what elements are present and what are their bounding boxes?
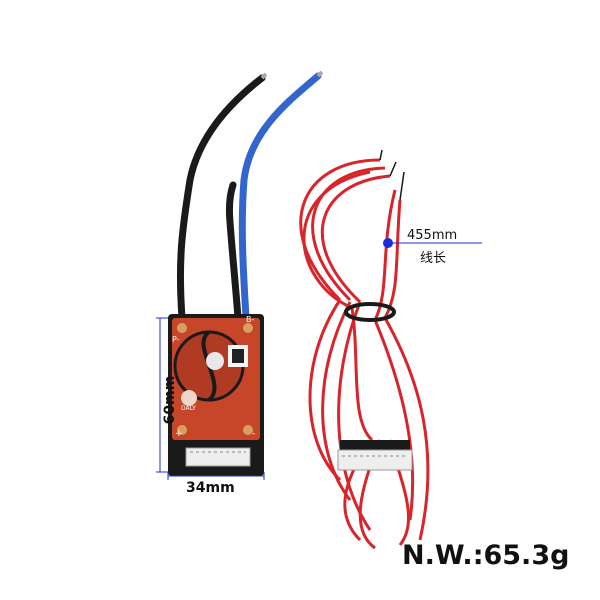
pad-plus: + xyxy=(175,429,183,439)
harness-connector xyxy=(337,440,413,471)
black-wire-long xyxy=(176,74,266,322)
pad-minus: - xyxy=(252,429,255,439)
board-logo-text: DALY xyxy=(181,405,196,412)
wire-length-label: 455mm xyxy=(407,228,458,243)
pad-b-minus: B- xyxy=(246,315,254,324)
blue-wire xyxy=(238,72,322,322)
net-weight-label: N.W.:65.3g xyxy=(402,540,570,571)
width-dimension xyxy=(167,472,265,480)
red-wire-harness xyxy=(299,158,430,550)
wire-end-tips xyxy=(379,149,405,201)
black-wire-short xyxy=(225,181,242,322)
height-dimension xyxy=(156,317,168,473)
board-width-label: 34mm xyxy=(186,480,235,496)
wire-tie xyxy=(344,302,396,322)
board-height-label: 60mm xyxy=(162,375,178,425)
length-marker-dot xyxy=(383,238,393,248)
wire-length-cn-label: 线长 xyxy=(420,251,447,266)
bms-board xyxy=(168,314,264,476)
pad-p-minus: P- xyxy=(172,335,180,344)
